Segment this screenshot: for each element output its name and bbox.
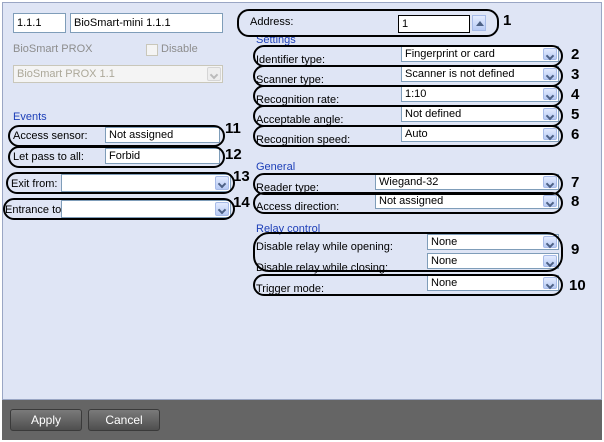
scanner-type-label: Scanner type: — [256, 74, 324, 86]
entrance-to-select[interactable] — [61, 200, 231, 218]
chevron-down-icon[interactable] — [543, 108, 557, 120]
footer-bar: Apply Cancel — [2, 400, 602, 440]
settings-panel: 1.1.1 BioSmart-mini 1.1.1 BioSmart PROX … — [2, 2, 602, 400]
reader-type-label: Reader type: — [256, 182, 319, 194]
recognition-speed-value: Auto — [405, 128, 428, 140]
disable-opening-select[interactable]: None — [427, 234, 559, 250]
chevron-down-icon[interactable] — [543, 128, 557, 140]
chevron-down-icon[interactable] — [543, 236, 557, 248]
reader-type-value: Wiegand-32 — [379, 176, 439, 188]
callout-9: 9 — [571, 241, 580, 258]
callout-2: 2 — [571, 46, 580, 63]
callout-4: 4 — [571, 86, 580, 103]
callout-10: 10 — [569, 277, 586, 294]
access-direction-label: Access direction: — [256, 201, 340, 213]
disable-label: Disable — [161, 43, 198, 55]
callout-12: 12 — [225, 146, 242, 163]
callout-6: 6 — [571, 126, 580, 143]
address-label: Address: — [250, 16, 294, 28]
parent-label: BioSmart PROX — [13, 43, 93, 55]
chevron-down-icon[interactable] — [543, 176, 557, 188]
chevron-down-icon[interactable] — [543, 195, 557, 207]
settings-section-title: Settings — [256, 34, 296, 46]
chevron-down-icon[interactable] — [543, 88, 557, 100]
trigger-mode-label: Trigger mode: — [256, 283, 325, 295]
callout-13: 13 — [233, 168, 250, 185]
callout-1: 1 — [503, 12, 512, 29]
acceptable-angle-value: Not defined — [405, 108, 462, 120]
callout-14: 14 — [233, 194, 250, 211]
callout-8: 8 — [571, 193, 580, 210]
entrance-to-label: Entrance to: — [5, 204, 65, 216]
reader-type-select[interactable]: Wiegand-32 — [375, 174, 559, 190]
chevron-down-icon[interactable] — [543, 277, 557, 289]
access-sensor-field[interactable]: Not assigned — [105, 127, 220, 143]
chevron-down-icon[interactable] — [215, 176, 229, 190]
object-id-field[interactable]: 1.1.1 — [13, 13, 66, 33]
disable-closing-label: Disable relay while closing: — [256, 262, 389, 274]
cancel-button[interactable]: Cancel — [88, 409, 160, 431]
access-sensor-label: Access sensor: — [13, 130, 88, 142]
events-section-title: Events — [13, 111, 47, 123]
exit-from-label: Exit from: — [11, 178, 58, 190]
callout-5: 5 — [571, 106, 580, 123]
recognition-rate-value: 1:10 — [405, 88, 427, 100]
disable-opening-value: None — [431, 236, 458, 248]
recognition-rate-select[interactable]: 1:10 — [401, 86, 559, 102]
disable-opening-label: Disable relay while opening: — [256, 241, 393, 253]
chevron-down-icon — [207, 67, 221, 81]
recognition-speed-label: Recognition speed: — [256, 134, 351, 146]
recognition-speed-select[interactable]: Auto — [401, 126, 559, 142]
acceptable-angle-select[interactable]: Not defined — [401, 106, 559, 122]
chevron-down-icon[interactable] — [215, 202, 229, 216]
access-direction-select[interactable]: Not assigned — [375, 193, 559, 209]
let-pass-label: Let pass to all: — [13, 151, 84, 163]
relay-section-title: Relay control — [256, 223, 321, 235]
disable-closing-value: None — [431, 255, 458, 267]
address-input[interactable]: 1 — [398, 15, 470, 33]
access-direction-value: Not assigned — [379, 195, 444, 207]
parent-select: BioSmart PROX 1.1 — [13, 65, 223, 83]
identifier-type-label: Identifier type: — [256, 54, 326, 66]
scanner-type-value: Scanner is not defined — [405, 68, 515, 80]
chevron-down-icon[interactable] — [543, 255, 557, 267]
acceptable-angle-label: Acceptable angle: — [256, 114, 344, 126]
callout-7: 7 — [571, 174, 580, 191]
chevron-down-icon[interactable] — [543, 48, 557, 60]
general-section-title: General — [256, 161, 296, 173]
disable-checkbox[interactable] — [146, 44, 158, 56]
trigger-mode-select[interactable]: None — [427, 275, 559, 291]
callout-11: 11 — [225, 120, 241, 137]
exit-from-select[interactable] — [61, 174, 231, 192]
object-name-field[interactable]: BioSmart-mini 1.1.1 — [70, 13, 223, 33]
disable-closing-select[interactable]: None — [427, 253, 559, 269]
scanner-type-select[interactable]: Scanner is not defined — [401, 66, 559, 82]
trigger-mode-value: None — [431, 277, 458, 289]
callout-3: 3 — [571, 66, 580, 83]
identifier-type-value: Fingerprint or card — [405, 48, 495, 60]
let-pass-field[interactable]: Forbid — [105, 148, 220, 164]
identifier-type-select[interactable]: Fingerprint or card — [401, 46, 559, 62]
address-spin-up[interactable] — [472, 15, 486, 31]
apply-button[interactable]: Apply — [10, 409, 82, 431]
chevron-down-icon[interactable] — [543, 68, 557, 80]
parent-select-value: BioSmart PROX 1.1 — [17, 68, 115, 80]
recognition-rate-label: Recognition rate: — [256, 94, 340, 106]
